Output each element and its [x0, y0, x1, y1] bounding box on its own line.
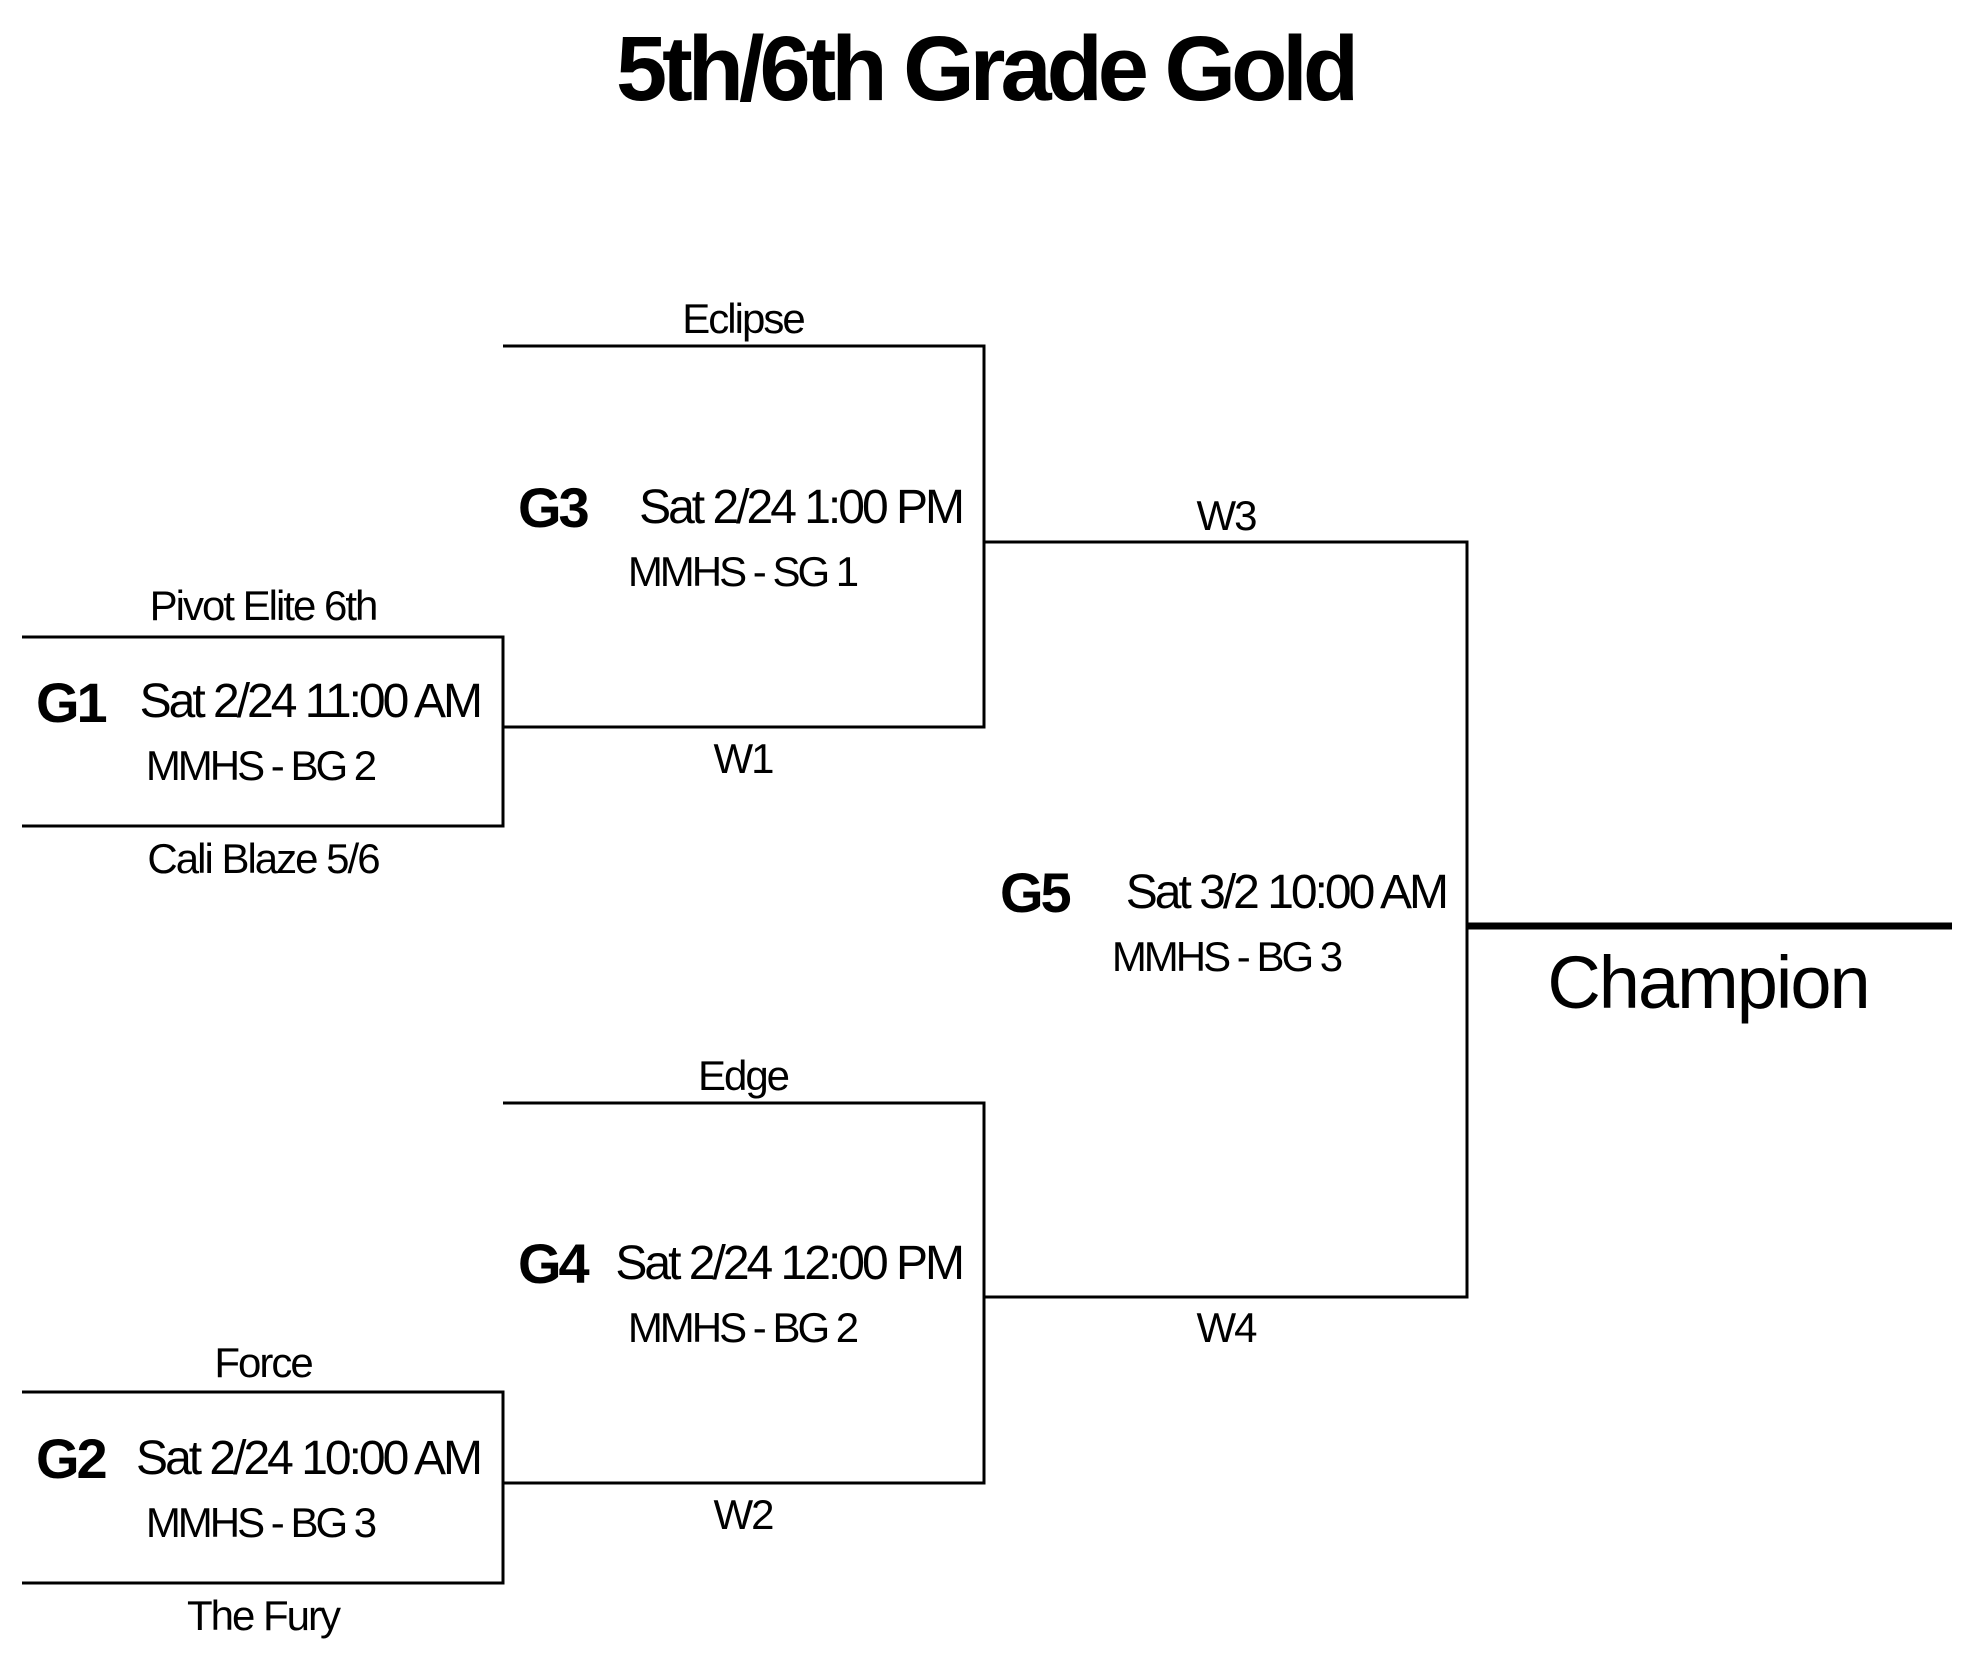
champion-label: Champion	[1547, 941, 1868, 1024]
g1-game-id: G1	[36, 671, 107, 734]
g4-game-id: G4	[518, 1232, 590, 1295]
g1-top-team: Pivot Elite 6th	[150, 582, 377, 629]
g5-bracket-lines	[984, 540, 1469, 1299]
g2-top-team: Force	[214, 1339, 312, 1386]
g3-top-team: Eclipse	[682, 295, 804, 342]
g1-location: MMHS - BG 2	[146, 742, 376, 789]
g4-time: Sat 2/24 12:00 PM	[615, 1237, 962, 1290]
bracket-title: 5th/6th Grade Gold	[616, 18, 1354, 120]
g5-time: Sat 3/2 10:00 AM	[1126, 866, 1446, 919]
g3-time: Sat 2/24 1:00 PM	[639, 481, 962, 534]
g5-game-id: G5	[1000, 861, 1071, 924]
g4-bottom-team: W2	[714, 1491, 774, 1538]
g2-location: MMHS - BG 3	[146, 1499, 376, 1546]
g2-bracket-lines	[22, 1390, 505, 1585]
g1-bracket-lines	[22, 635, 505, 828]
g5-location: MMHS - BG 3	[1112, 933, 1342, 980]
g1-time: Sat 2/24 11:00 AM	[140, 675, 480, 728]
g3-bracket-lines	[503, 344, 986, 729]
g4-location: MMHS - BG 2	[628, 1304, 858, 1351]
g2-time: Sat 2/24 10:00 AM	[136, 1432, 480, 1485]
g3-location: MMHS - SG 1	[628, 548, 858, 595]
g3-bottom-team: W1	[714, 735, 774, 782]
g4-top-team: Edge	[698, 1052, 789, 1099]
g2-game-id: G2	[36, 1427, 106, 1490]
g3-game-id: G3	[518, 476, 589, 539]
g5-bottom-team: W4	[1197, 1304, 1258, 1351]
g4-bracket-lines	[503, 1101, 986, 1485]
g5-top-team: W3	[1197, 492, 1257, 539]
g2-bottom-team: The Fury	[187, 1592, 341, 1639]
g1-bottom-team: Cali Blaze 5/6	[147, 835, 379, 882]
